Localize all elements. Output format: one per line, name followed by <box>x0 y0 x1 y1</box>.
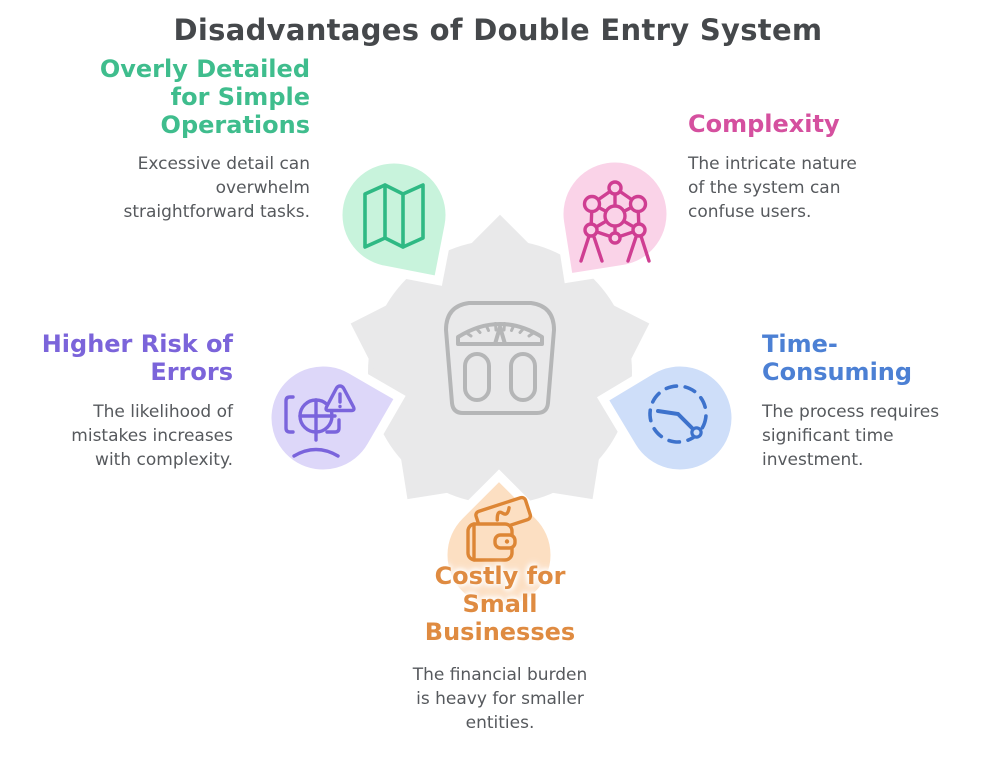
network-nodes <box>582 180 648 245</box>
section-body-overly-detailed: Excessive detail can overwhelm straightf… <box>123 154 310 222</box>
map-icon <box>363 183 425 249</box>
error-warning-icon <box>284 384 356 458</box>
page-title: Disadvantages of Double Entry System <box>173 13 823 47</box>
center-flower <box>333 214 667 532</box>
warning-exclamation-dot <box>338 404 342 409</box>
section-body-higher-risk-of-errors: The likelihood of mistakes increases wit… <box>71 402 233 470</box>
section-body-costly: The financial burden is heavy for smalle… <box>412 665 588 733</box>
section-title-complexity: Complexity <box>688 110 840 138</box>
network-structure-icon <box>579 180 651 263</box>
clock-knob <box>690 426 703 439</box>
weighing-scale-icon <box>444 301 556 415</box>
clock-icon <box>648 384 708 444</box>
wallet-clasp-dot <box>504 539 510 544</box>
section-title-higher-risk-of-errors: Higher Risk of Errors <box>41 330 233 386</box>
wallet-money-icon <box>466 495 533 562</box>
section-title-time-consuming: Time- Consuming <box>762 330 913 386</box>
section-body-time-consuming: The process requires significant time in… <box>762 402 940 470</box>
section-body-complexity: The intricate nature of the system can c… <box>688 154 857 222</box>
section-title-costly: Costly for Small Businesses <box>424 562 576 646</box>
section-title-overly-detailed: Overly Detailed for Simple Operations <box>99 55 310 139</box>
wallet-body <box>466 522 517 562</box>
